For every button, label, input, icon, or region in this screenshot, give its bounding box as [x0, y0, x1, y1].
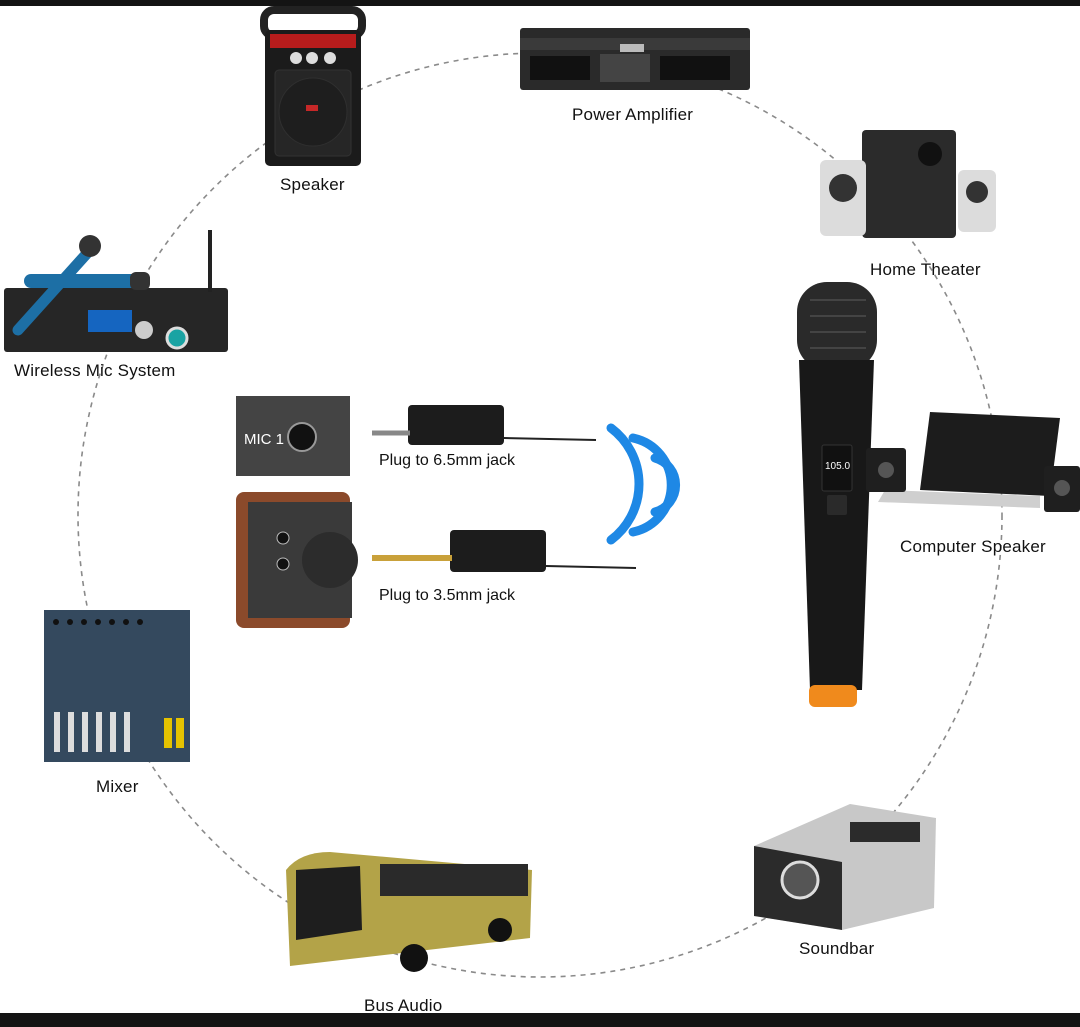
receiver-3-5mm-icon	[372, 530, 637, 572]
bus-audio-label: Bus Audio	[364, 996, 443, 1015]
bus-icon	[286, 852, 532, 972]
home-theater-label: Home Theater	[870, 260, 981, 279]
jack-3-5mm-label: Plug to 3.5mm jack	[379, 587, 516, 604]
wireless-signal-icon	[606, 423, 681, 545]
soundbar-icon	[754, 804, 936, 930]
bottom-border	[0, 1013, 1080, 1027]
power-amplifier-label: Power Amplifier	[572, 105, 694, 124]
speaker-label: Speaker	[280, 175, 345, 194]
speaker-icon	[260, 6, 366, 166]
wireless-mic-system-icon	[4, 230, 228, 352]
top-border	[0, 0, 1080, 6]
microphone-icon	[797, 282, 877, 707]
computer-speaker-icon	[866, 412, 1080, 512]
soundbar-label: Soundbar	[799, 939, 875, 958]
aux-port-panel-icon	[236, 492, 358, 628]
wireless-mic-system-label: Wireless Mic System	[14, 361, 176, 380]
jack-6-5mm-label: Plug to 6.5mm jack	[379, 452, 516, 469]
mixer-label: Mixer	[96, 777, 139, 796]
power-amplifier-icon	[520, 28, 750, 90]
computer-speaker-label: Computer Speaker	[900, 537, 1046, 556]
home-theater-icon	[820, 130, 996, 238]
connection-ring	[77, 52, 1003, 978]
mic-display-value: 105.0	[825, 461, 851, 472]
mixer-icon	[44, 610, 190, 762]
mic-port-label: MIC 1	[244, 431, 285, 448]
receiver-6-5mm-icon	[372, 405, 597, 445]
mic-port-icon	[236, 396, 350, 476]
